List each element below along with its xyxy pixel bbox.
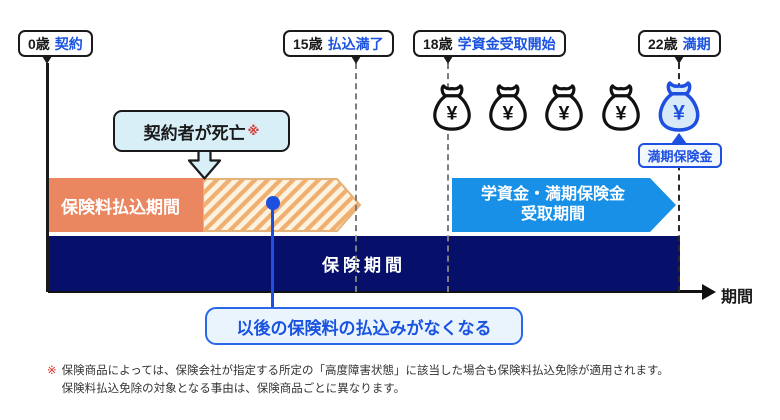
footnote-mark: ※ — [47, 365, 57, 377]
milestone-box-age0: 0歳 契約 — [18, 30, 93, 57]
axis-arrowhead-icon — [702, 283, 716, 300]
footnote-line2: 保険料払込免除の対象となる事由は、保険商品ごとに異なります。 — [61, 382, 406, 395]
insurance-period-bar: 保険期間 — [48, 236, 680, 291]
milestone-box-age15: 15歳 払込満了 — [283, 30, 394, 57]
milestone-pointer-icon — [42, 56, 52, 64]
down-arrow-icon — [188, 150, 221, 180]
milestone-pointer-icon — [674, 56, 684, 64]
milestone-pointer-icon — [351, 56, 361, 64]
death-callout: 契約者が死亡※ — [113, 110, 290, 152]
premium-period-label: 保険料払込期間 — [61, 197, 180, 217]
milestone-box-age18: 18歳 学資金受取開始 — [413, 30, 566, 57]
yen-symbol: ¥ — [503, 102, 514, 124]
waiver-connector-line — [271, 203, 274, 308]
waiver-connector-dot — [266, 196, 280, 210]
maturity-benefit-label: 満期保険金 — [638, 143, 722, 168]
death-callout-text: 契約者が死亡 — [143, 123, 246, 143]
yen-symbol: ¥ — [673, 100, 685, 124]
money-bag-icon: ¥ — [545, 84, 583, 131]
money-bag-maturity-icon: ¥ — [658, 81, 700, 132]
premium-waiver-callout: 以後の保険料の払込みがなくなる — [205, 307, 523, 345]
timeline-dashed-line-age15 — [355, 63, 357, 292]
timeline-line-age0 — [46, 63, 49, 292]
benefit-period-label-line1: 学資金・満期保険金 — [480, 186, 625, 203]
milestone-event: 学資金受取開始 — [457, 35, 556, 52]
money-bag-icon: ¥ — [489, 84, 527, 131]
footnote-line1: 保険商品によっては、保険会社が指定する所定の「高度障害状態」に該当した場合も保険… — [61, 365, 669, 377]
yen-symbol: ¥ — [447, 102, 458, 124]
maturity-benefit-pointer-icon — [671, 133, 687, 144]
milestone-age: 18歳 — [423, 35, 453, 52]
milestone-event: 払込満了 — [327, 35, 384, 52]
timeline-dashed-line-age18 — [447, 63, 449, 292]
axis-label: 期間 — [721, 289, 754, 306]
footnote: ※ 保険商品によっては、保険会社が指定する所定の「高度障害状態」に該当した場合も… — [47, 363, 762, 399]
benefit-period-arrow: 学資金・満期保険金 受取期間 — [452, 178, 676, 232]
premium-exempt-hatched-arrow — [203, 178, 362, 232]
milestone-age: 15歳 — [293, 35, 323, 52]
footnote-text: 保険商品によっては、保険会社が指定する所定の「高度障害状態」に該当した場合も保険… — [62, 363, 669, 399]
milestone-age: 0歳 — [28, 35, 50, 52]
milestone-age: 22歳 — [648, 35, 678, 52]
milestone-event: 契約 — [54, 35, 83, 52]
death-note-mark: ※ — [247, 124, 260, 138]
yen-symbol: ¥ — [616, 102, 627, 124]
money-bag-icon: ¥ — [433, 84, 471, 131]
money-bag-icon: ¥ — [602, 84, 640, 131]
benefit-period-label-line2: 受取期間 — [520, 206, 585, 223]
time-axis-line — [48, 290, 704, 293]
yen-symbol: ¥ — [559, 102, 570, 124]
insurance-period-label: 保険期間 — [322, 256, 406, 275]
milestone-event: 満期 — [682, 35, 711, 52]
milestone-pointer-icon — [443, 56, 453, 64]
milestone-box-age22: 22歳 満期 — [638, 30, 721, 57]
timeline-dashed-line-age22 — [678, 63, 680, 292]
premium-period-bar: 保険料払込期間 — [48, 178, 203, 232]
